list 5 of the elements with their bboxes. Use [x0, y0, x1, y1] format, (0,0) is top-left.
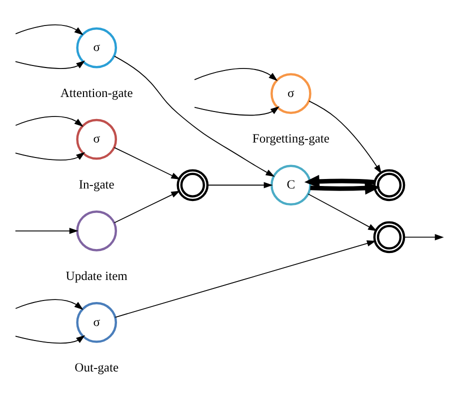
node-label: Attention-gate	[60, 86, 133, 100]
node-label: Forgetting-gate	[252, 132, 330, 146]
node-label: Out-gate	[74, 360, 119, 375]
node-label: Update item	[66, 269, 128, 284]
node-label: In-gate	[78, 177, 114, 192]
